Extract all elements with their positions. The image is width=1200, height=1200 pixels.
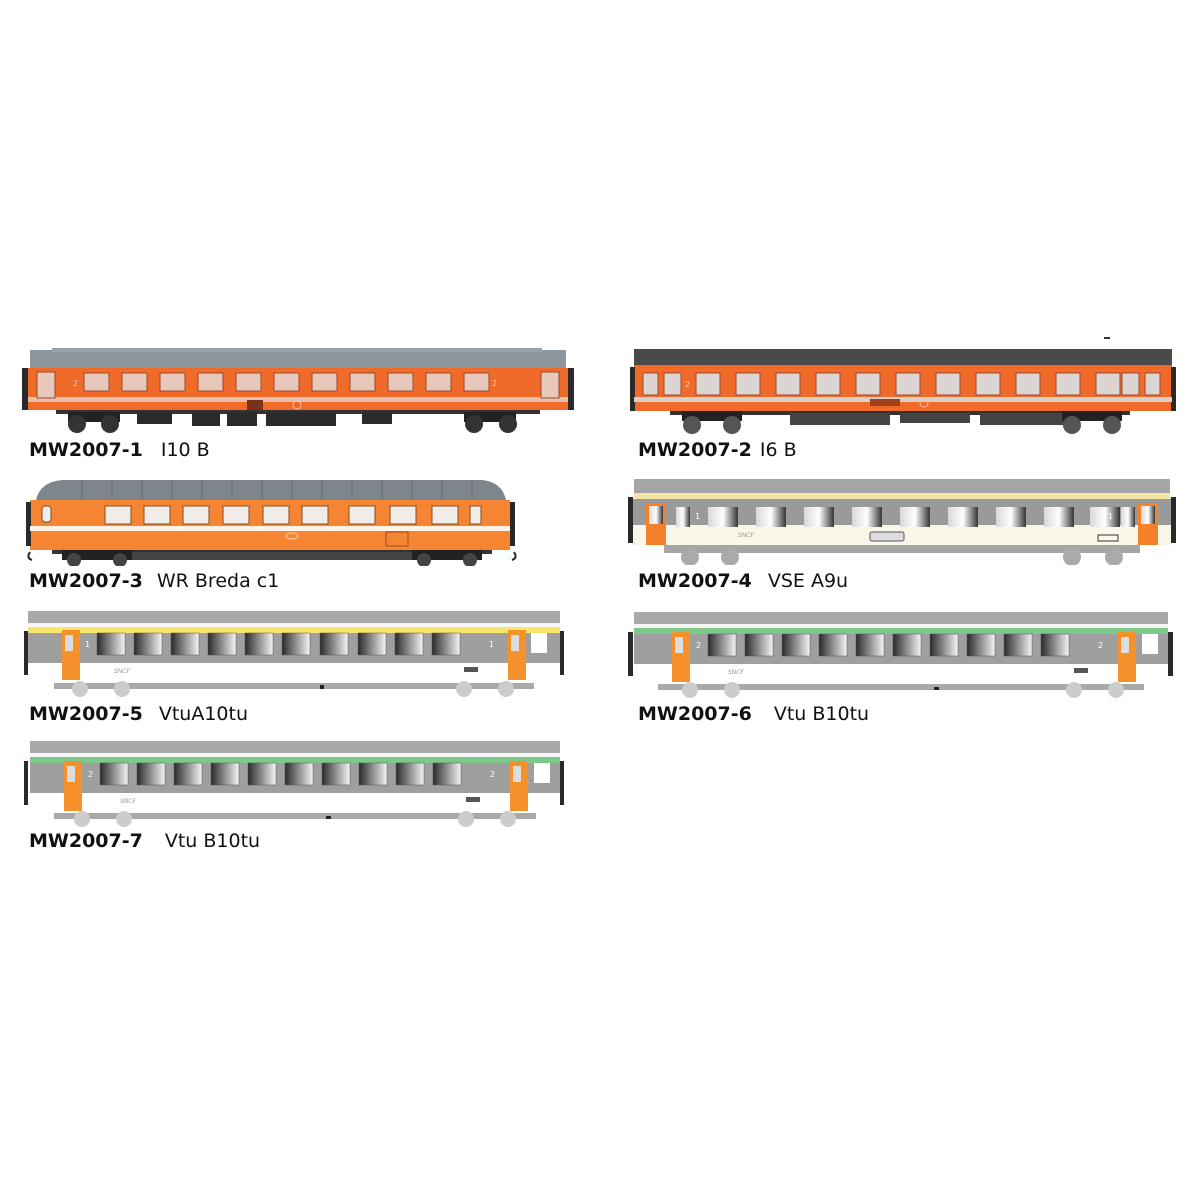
product-code: MW2007-3 [29,570,143,592]
stray-mark [1104,337,1110,339]
coach-illustration-mw2007-6: 2 2 SNCF [628,610,1174,698]
svg-text:1: 1 [695,512,700,521]
svg-text:2: 2 [490,770,495,779]
svg-text:SNCF: SNCF [114,668,130,675]
svg-text:2: 2 [88,770,93,779]
svg-text:2: 2 [492,379,497,388]
coach-illustration-mw2007-5: 1 1 SNCF [24,609,566,697]
svg-text:2: 2 [685,380,690,389]
product-code: MW2007-6 [638,703,752,725]
product-code: MW2007-1 [29,439,143,461]
coach-label-mw2007-3: MW2007-3 WR Breda c1 [29,570,279,592]
coach-type: VSE A9u [767,570,849,592]
coach-illustration-mw2007-1: 2 2 [22,346,574,436]
svg-text:SNCF: SNCF [120,798,136,805]
coach-label-mw2007-2: MW2007-2 I6 B [638,439,797,461]
coach-label-mw2007-7: MW2007-7 Vtu B10tu [29,830,260,852]
product-code: MW2007-2 [638,439,752,461]
svg-text:2: 2 [1098,641,1103,650]
coach-type: VtuA10tu [158,703,249,725]
coach-type: I6 B [759,439,797,461]
coach-type: Vtu B10tu [164,830,261,852]
coach-label-mw2007-5: MW2007-5 VtuA10tu [29,703,248,725]
svg-text:1: 1 [1108,512,1113,521]
coach-illustration-mw2007-3 [22,474,522,566]
product-code: MW2007-7 [29,830,143,852]
svg-text:1: 1 [85,640,90,649]
svg-text:SNCF: SNCF [738,532,754,539]
coach-illustration-mw2007-4: 1 1 SNCF [628,477,1176,565]
coach-illustration-mw2007-2: 2 2 [630,347,1176,437]
coach-label-mw2007-1: MW2007-1 I10 B [29,439,210,461]
svg-text:1: 1 [489,640,494,649]
coach-label-mw2007-6: MW2007-6 Vtu B10tu [638,703,869,725]
svg-text:SNCF: SNCF [728,669,744,676]
coach-type: I10 B [160,439,210,461]
coach-illustration-mw2007-7: 2 2 SNCF [24,739,566,827]
coach-type: WR Breda c1 [156,570,280,592]
coach-label-mw2007-4: MW2007-4 VSE A9u [638,570,848,592]
svg-text:2: 2 [696,641,701,650]
svg-text:2: 2 [1108,380,1113,389]
coach-type: Vtu B10tu [773,703,870,725]
product-code: MW2007-5 [29,703,143,725]
svg-text:2: 2 [73,379,78,388]
product-code: MW2007-4 [638,570,752,592]
